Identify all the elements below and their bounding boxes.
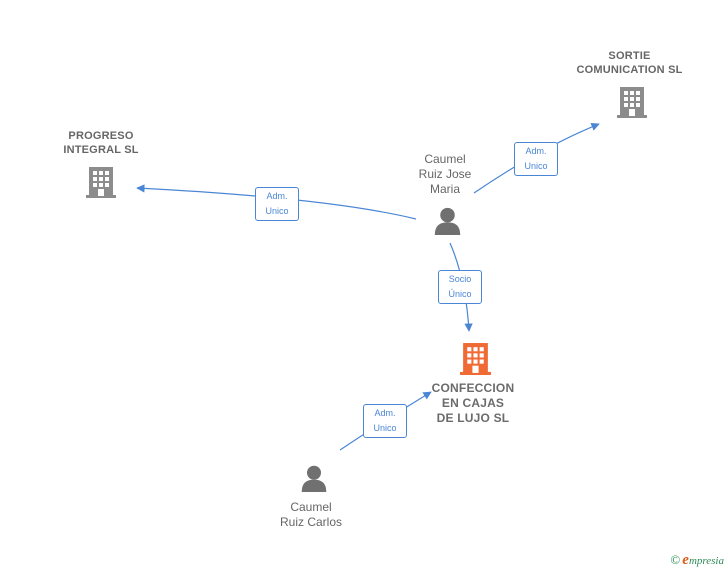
empresia-logo-text: mpresia bbox=[688, 555, 724, 567]
node-label-sortie[interactable]: SORTIE COMUNICATION SL bbox=[576, 50, 683, 76]
caumel-carlos-person-icon[interactable] bbox=[301, 465, 327, 492]
copyright-icon: © bbox=[670, 552, 681, 567]
edge-label-caumel-jose-to-confeccion: Socio Único bbox=[438, 270, 482, 304]
empresia-watermark: ©empresia bbox=[670, 552, 724, 569]
node-label-progreso[interactable]: PROGRESO INTEGRAL SL bbox=[63, 130, 139, 156]
node-label-caumel-jose[interactable]: Caumel Ruiz Jose Maria bbox=[418, 152, 472, 196]
edge-label-caumel-jose-to-sortie: Adm. Unico bbox=[514, 142, 558, 176]
edge-label-caumel-carlos-to-confeccion: Adm. Unico bbox=[363, 404, 407, 438]
empresia-logo-initial: e bbox=[682, 552, 689, 568]
edge-label-caumel-jose-to-progreso: Adm. Unico bbox=[255, 187, 299, 221]
edge-caumel-jose-to-progreso bbox=[136, 184, 417, 220]
node-label-confeccion[interactable]: CONFECCION EN CAJAS DE LUJO SL bbox=[431, 381, 515, 425]
node-label-caumel-carlos[interactable]: Caumel Ruiz Carlos bbox=[279, 500, 342, 529]
caumel-jose-person-icon[interactable] bbox=[434, 207, 461, 235]
sortie-building-icon[interactable] bbox=[617, 87, 647, 118]
progreso-building-icon[interactable] bbox=[86, 167, 116, 198]
confeccion-building-icon[interactable] bbox=[460, 343, 491, 375]
